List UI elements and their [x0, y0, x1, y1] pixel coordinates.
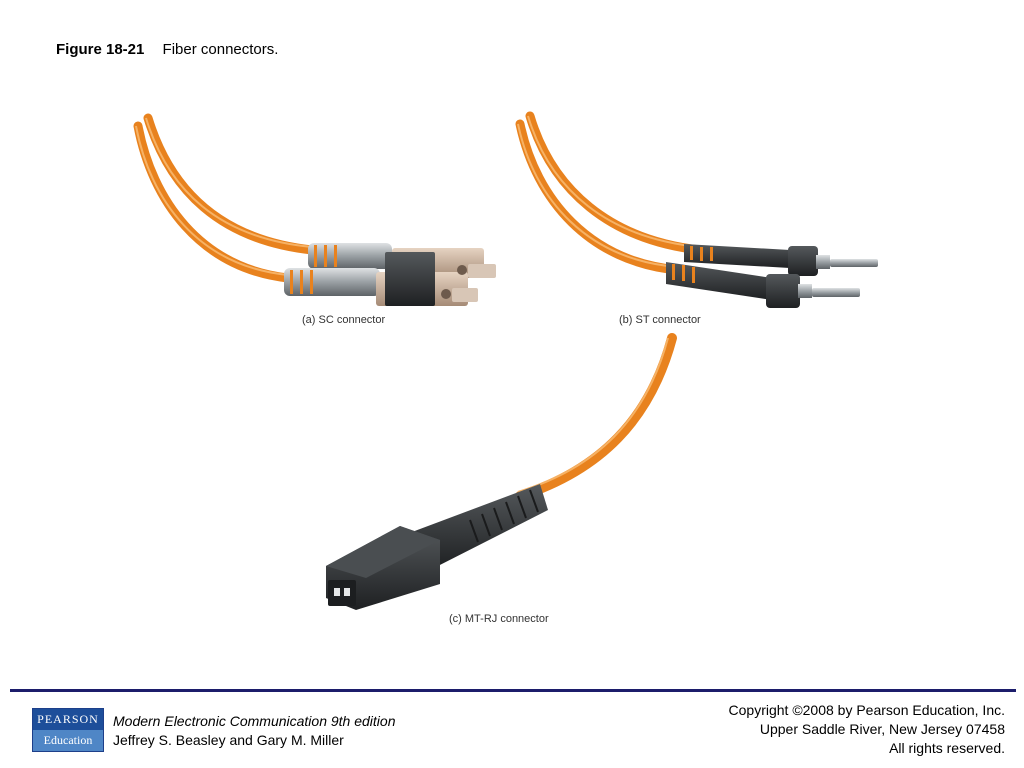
st-nut-upper	[788, 246, 818, 276]
st-boot-upper	[684, 244, 790, 268]
st-cable-upper	[525, 111, 705, 255]
st-nut-lower	[766, 274, 800, 308]
sc-caption: (a) SC connector	[302, 314, 385, 326]
figure-title-text: Fiber connectors.	[162, 41, 279, 58]
book-authors: Jeffrey S. Beasley and Gary M. Miller	[113, 732, 344, 748]
sc-cable-upper-highlight	[145, 117, 313, 248]
mtrj-connector-image	[326, 333, 677, 610]
sc-boot-lower	[284, 268, 380, 296]
sc-cable-upper	[143, 113, 317, 255]
footer-divider	[10, 689, 1016, 692]
st-ferrule-upper	[830, 259, 878, 267]
sc-boot-upper	[308, 243, 392, 269]
st-ferrule-lower	[812, 288, 860, 297]
st-connector-image	[515, 111, 878, 308]
sc-connector-image	[133, 113, 496, 306]
copyright-line-2: Upper Saddle River, New Jersey 07458	[759, 721, 1005, 737]
mtrj-ferrule-face	[328, 580, 356, 606]
logo-bottom-text: Education	[33, 730, 103, 751]
mtrj-caption: (c) MT-RJ connector	[449, 613, 549, 625]
logo-top-text: PEARSON	[33, 709, 103, 730]
pearson-education-logo: PEARSON Education	[32, 708, 104, 752]
copyright-line-1: Copyright ©2008 by Pearson Education, In…	[728, 702, 1005, 718]
st-caption: (b) ST connector	[619, 314, 701, 326]
figure-number: Figure 18-21	[56, 41, 145, 58]
figure-title: Figure 18-21 Fiber connectors.	[56, 41, 278, 58]
book-title: Modern Electronic Communication 9th edit…	[113, 713, 396, 729]
copyright-notice: Copyright ©2008 by Pearson Education, In…	[729, 701, 1005, 758]
copyright-line-3: All rights reserved.	[889, 740, 1005, 756]
book-citation: Modern Electronic Communication 9th edit…	[113, 712, 395, 750]
st-boot-lower	[666, 262, 772, 300]
sc-cable-lower-highlight	[135, 125, 289, 276]
mtrj-cable	[515, 333, 677, 501]
sc-clip	[385, 252, 435, 306]
mtrj-boot	[412, 484, 548, 570]
